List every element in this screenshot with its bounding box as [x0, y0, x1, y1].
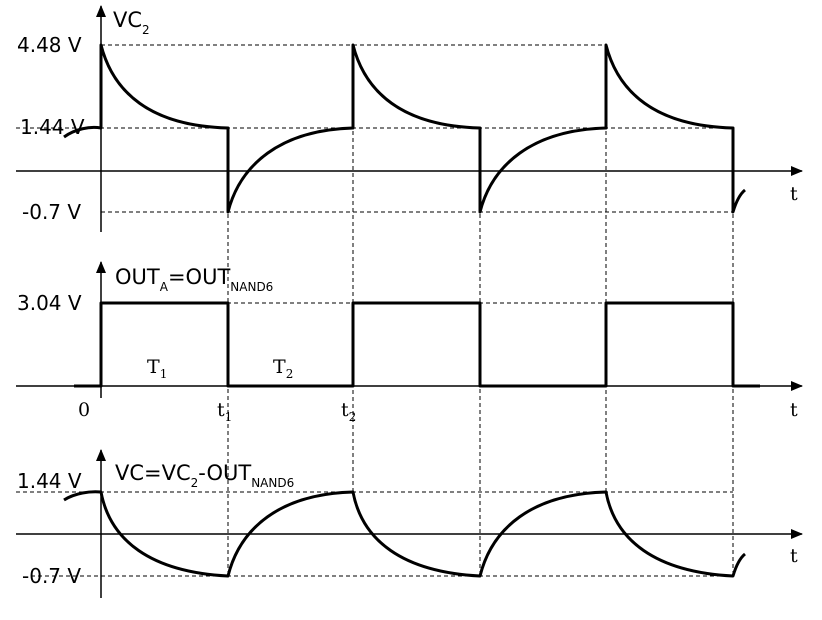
vc2-title: VC [113, 8, 142, 32]
t1-label: t [217, 399, 225, 421]
vc-title: VC=VC [115, 461, 191, 485]
out-a-title-subscript-nand6: NAND6 [230, 280, 273, 294]
svg-text:OUTA=OUTNAND6: OUTA=OUTNAND6 [115, 265, 273, 294]
origin-label: 0 [78, 399, 90, 421]
svg-text:VC2: VC2 [113, 8, 150, 37]
vc2-level-mid-label: 1.44 V [20, 115, 85, 139]
out-a-panel: OUTA=OUTNAND6 3.04 V 0 t1 t2 T1 T2 t [16, 261, 803, 424]
out-a-title-equation: =OUT [168, 265, 230, 289]
vc2-time-axis-label: t [790, 183, 798, 205]
period-t2-label: T [273, 356, 286, 378]
vc-level-low-label: -0.7 V [22, 564, 81, 588]
out-a-time-axis-label: t [790, 399, 798, 421]
vc2-title-subscript: 2 [142, 23, 150, 37]
svg-text:t1: t1 [217, 399, 232, 424]
period-t1-subscript: 1 [160, 367, 168, 381]
vc2-waveform [63, 43, 747, 214]
out-a-title: OUT [115, 265, 160, 289]
vc-title-subscript-nand6: NAND6 [251, 476, 294, 490]
svg-text:T2: T2 [273, 356, 293, 381]
period-t1-label: T [147, 356, 160, 378]
svg-text:T1: T1 [147, 356, 167, 381]
vc-level-high-label: 1.44 V [17, 469, 82, 493]
vc-title-subscript: 2 [191, 476, 199, 490]
vc-waveform [63, 490, 747, 578]
svg-text:t2: t2 [341, 399, 356, 424]
vc2-level-high-label: 4.48 V [17, 33, 82, 57]
t2-label: t [341, 399, 349, 421]
out-a-title-subscript: A [160, 280, 169, 294]
vc-title-minus-out: -OUT [198, 461, 251, 485]
vc2-panel: VC2 4.48 V 1.44 V -0.7 V t [16, 5, 803, 232]
svg-text:VC=VC2-OUTNAND6: VC=VC2-OUTNAND6 [115, 461, 294, 490]
vc-panel: VC=VC2-OUTNAND6 1.44 V -0.7 V t [16, 449, 803, 598]
out-a-waveform [74, 301, 760, 388]
transition-guides [227, 47, 734, 576]
vc-time-axis-label: t [790, 545, 798, 567]
period-t2-subscript: 2 [286, 367, 294, 381]
out-a-level-high-label: 3.04 V [17, 291, 82, 315]
vc2-level-low-label: -0.7 V [22, 200, 81, 224]
t2-subscript: 2 [349, 410, 357, 424]
